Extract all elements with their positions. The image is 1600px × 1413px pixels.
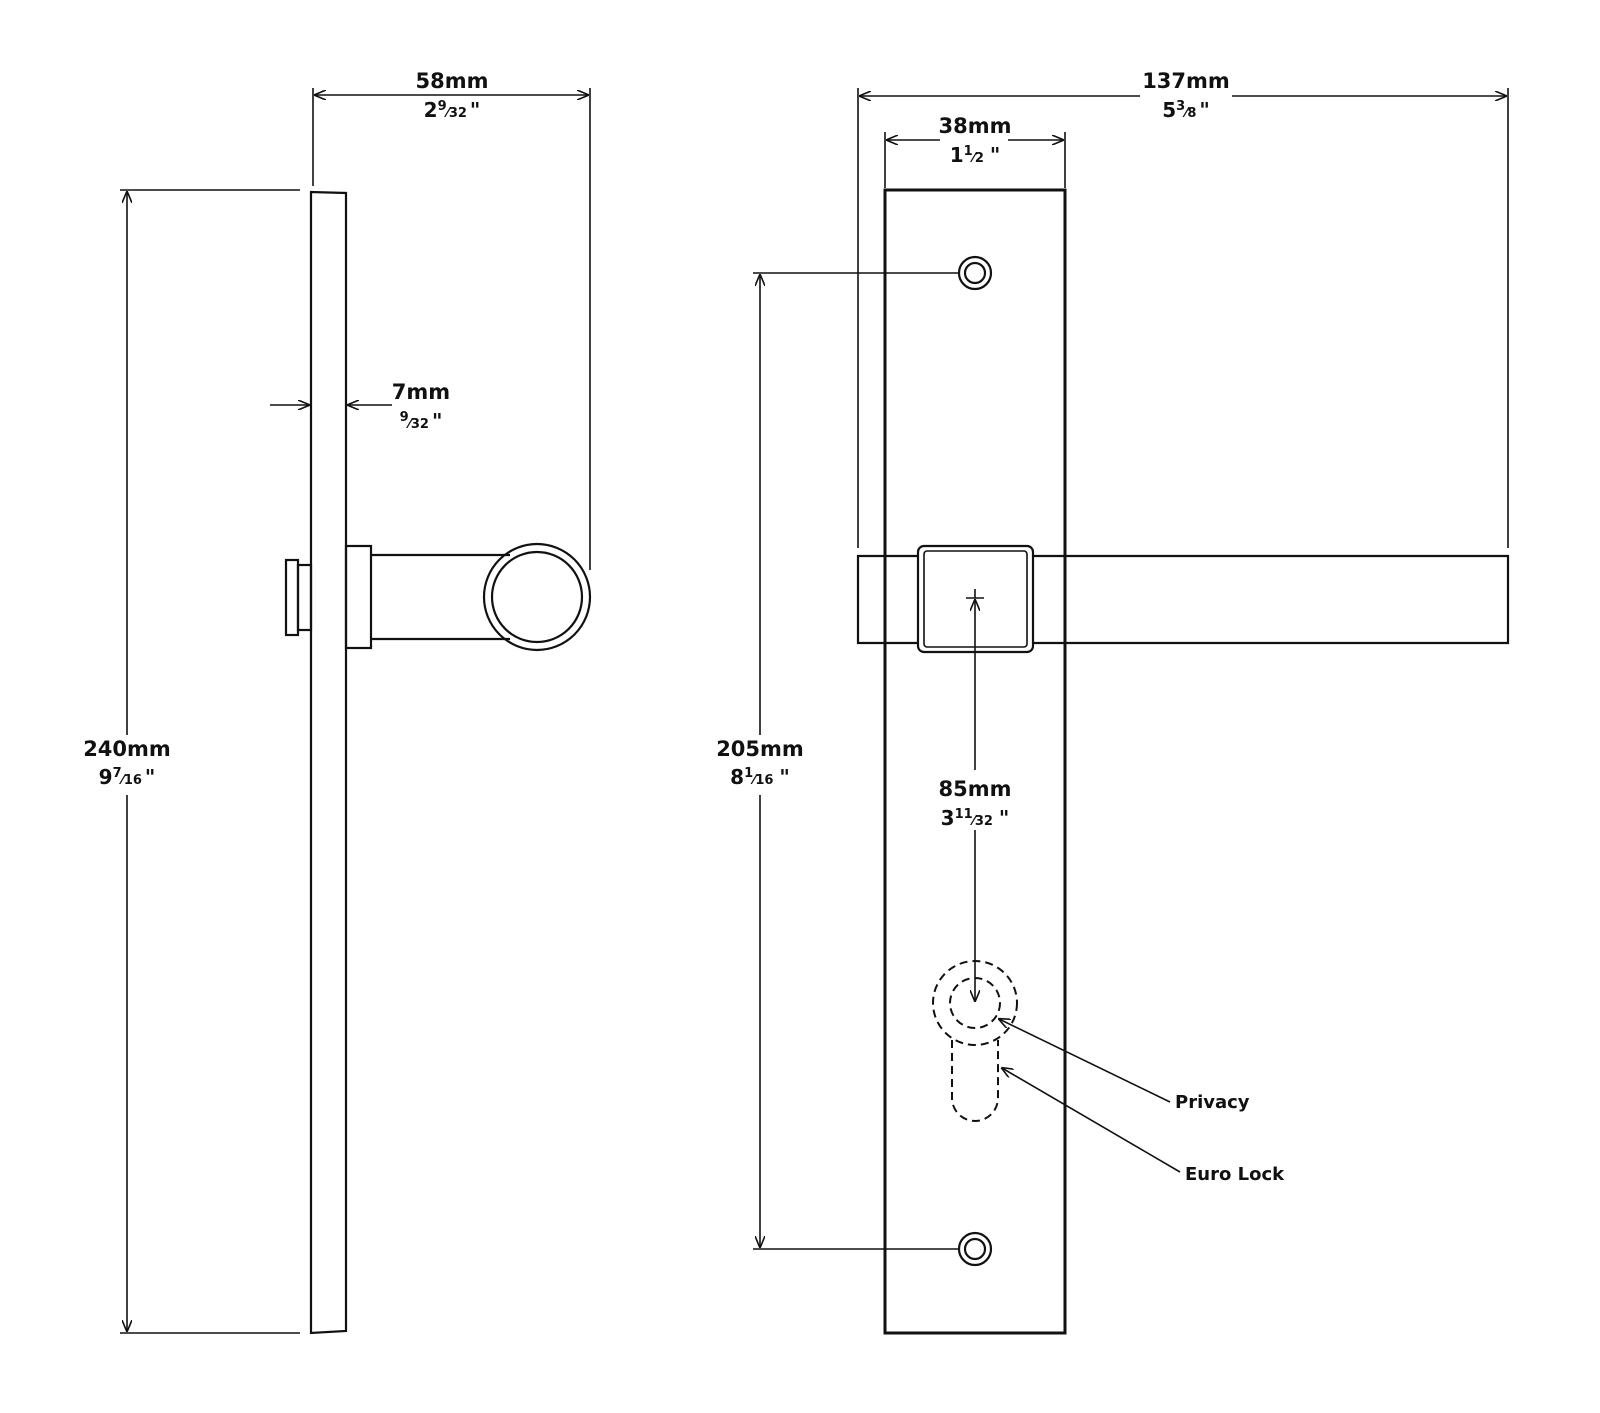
lever-handle [1032,554,1510,645]
dim-7-mm: 7mm [392,380,450,404]
dim-58-inch: 29⁄32" [424,98,481,122]
callout-euro-lock: Euro Lock [1185,1164,1285,1185]
callout-privacy-leader [999,1019,1171,1103]
dim-205-mm: 205mm [716,737,804,761]
fixing-hole-top-inner [963,261,987,285]
callout-privacy: Privacy [1175,1092,1250,1113]
dim-7-inch: 9⁄32" [400,409,443,433]
side-cylinder-outer [284,558,300,637]
dim-240-inch: 97⁄16" [99,765,156,789]
dim-85-inch: 311⁄32" [941,806,1010,830]
side-backplate [309,190,348,1335]
dim-137-inch: 53⁄8" [1162,98,1210,122]
side-handle-end-outer [482,542,592,652]
callout-euro-lock-leader [1002,1068,1181,1173]
dim-205-inch: 81⁄16" [730,765,790,789]
side-rose [344,544,373,650]
euro-lock-profile [951,1040,999,1122]
dim-85-mm: 85mm [939,777,1012,801]
front-view: 137mm 53⁄8" 38mm 11⁄2" 205mm 81⁄16" 85mm… [716,69,1510,1335]
lever-stub-left [856,554,918,645]
front-backplate [883,188,1067,1335]
dim-38-mm: 38mm [939,114,1012,138]
dim-38-inch: 11⁄2" [950,143,1001,167]
dim-240-mm: 240mm [83,737,171,761]
side-cylinder-inner [296,563,313,632]
dim-137-mm: 137mm [1142,69,1230,93]
fixing-hole-top-outer [957,255,993,291]
side-handle-end-inner [490,550,584,644]
side-view: 58mm 29⁄32" 7mm 9⁄32" 240mm 97⁄16" [83,69,592,1335]
fixing-hole-bottom-outer [957,1231,993,1267]
fixing-hole-bottom-inner [963,1237,987,1261]
dim-58-mm: 58mm [416,69,489,93]
